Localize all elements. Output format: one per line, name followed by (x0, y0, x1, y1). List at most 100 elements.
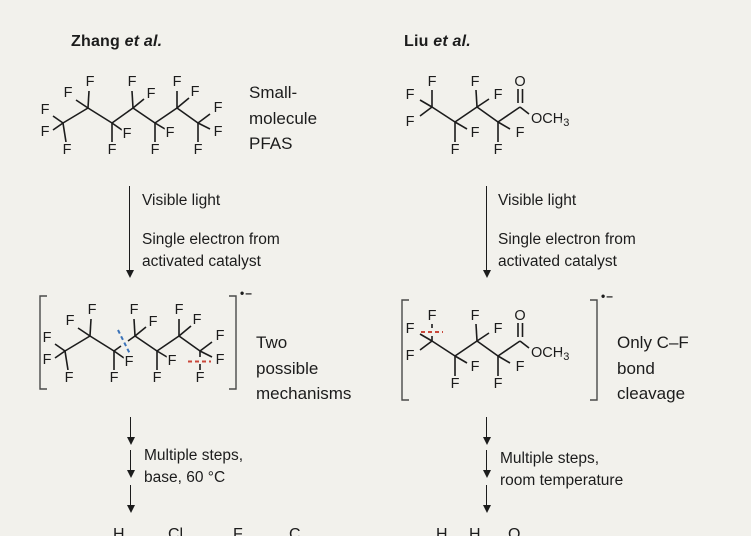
atom-label-f: F (65, 370, 74, 386)
atom-label-f: F (216, 352, 225, 368)
truncated-product-text: H (469, 526, 481, 536)
multistep-label-left-line2: base, 60 °C (144, 469, 226, 486)
cf-cleavage-side-label-line3: cleavage (617, 384, 686, 403)
atom-label-f: F (471, 125, 480, 141)
atom-label-f: F (494, 87, 503, 103)
atom-label-f: F (43, 330, 52, 346)
atom-label-f: F (166, 125, 175, 141)
pfas-side-label-line1: Small- (249, 83, 298, 102)
pfas-side-label-line2: molecule (249, 108, 318, 128)
visible-light-label-left: Visible light (142, 192, 221, 209)
single-electron-label-left-line1: Single electron from (142, 231, 280, 248)
atom-label-f: F (471, 359, 480, 375)
atom-label-f: F (406, 87, 415, 103)
visible-light-label-right: Visible light (498, 192, 577, 209)
atom-label-f: F (130, 302, 139, 318)
atom-label-f: F (173, 74, 182, 90)
radical-anion-charge-left: •– (240, 286, 253, 300)
multistep-label-right-line2: room temperature (500, 472, 624, 489)
atom-label-f: F (428, 308, 437, 324)
bracket-right (590, 299, 598, 401)
atom-label-f: F (64, 85, 73, 101)
atom-label-f: F (516, 359, 525, 375)
truncated-product-text: C (289, 526, 301, 536)
atom-label-och3: OCH3 (531, 345, 569, 363)
atom-label-f: F (494, 142, 503, 158)
multistep-label-right: Multiple steps, room temperature (500, 448, 623, 492)
truncated-product-text: Cl (168, 526, 184, 536)
atom-label-f: F (194, 142, 203, 158)
atom-label-f: F (168, 353, 177, 369)
truncated-product-text: H (113, 526, 125, 536)
atom-label-f: F (193, 312, 202, 328)
cf-cleavage-side-label: Only C–F bond cleavage (617, 330, 689, 407)
atom-label-o: O (514, 74, 525, 90)
atom-label-f: F (147, 86, 156, 102)
atom-label-f: F (216, 328, 225, 344)
multistep-arrow-left-3 (127, 485, 136, 513)
atom-label-f: F (123, 126, 132, 142)
multistep-arrow-right-3 (483, 485, 492, 513)
zhang-header: Zhang et al. (71, 33, 162, 51)
atom-label-f: F (66, 313, 75, 329)
single-electron-label-left: Single electron from activated catalyst (142, 229, 280, 273)
mechanisms-side-label-line1: Two (256, 333, 288, 352)
atom-label-f: F (175, 302, 184, 318)
atom-label-f: F (451, 376, 460, 392)
truncated-product-text: O (508, 526, 521, 536)
atom-label-f: F (471, 308, 480, 324)
pfas-side-label: Small- molecule PFAS (249, 80, 317, 157)
mechanisms-side-label-line3: mechanisms (256, 384, 352, 403)
single-electron-label-left-line2: activated catalyst (142, 253, 261, 270)
atom-label-f: F (451, 142, 460, 158)
single-electron-label-right-line1: Single electron from (498, 231, 636, 248)
cf-cleavage-side-label-line2: bond (617, 358, 655, 378)
bracket-left (39, 295, 47, 390)
atom-label-o: O (514, 308, 525, 324)
multistep-arrow-left-2 (127, 450, 136, 478)
atom-label-f: F (494, 321, 503, 337)
mechanisms-side-label: Two possible mechanisms (256, 330, 351, 407)
atom-label-f: F (406, 321, 415, 337)
reaction-arrow-left (126, 186, 135, 278)
bracket-right (229, 295, 237, 390)
atom-label-f: F (471, 74, 480, 90)
atom-label-f: F (494, 376, 503, 392)
atom-label-f: F (191, 84, 200, 100)
mechanisms-side-label-line2: possible (256, 358, 319, 378)
single-electron-label-right-line2: activated catalyst (498, 253, 617, 270)
atom-label-f: F (108, 142, 117, 158)
atom-label-f: F (43, 352, 52, 368)
single-electron-label-right: Single electron from activated catalyst (498, 229, 636, 273)
cf-cleavage-side-label-line1: Only C–F (617, 333, 689, 352)
atom-label-f: F (128, 74, 137, 90)
atom-label-f: F (406, 348, 415, 364)
atom-label-f: F (151, 142, 160, 158)
atom-label-f: F (214, 124, 223, 140)
multistep-label-left-line1: Multiple steps, (144, 447, 244, 464)
atom-label-f: F (196, 370, 205, 386)
atom-label-f: F (516, 125, 525, 141)
atom-label-f: F (153, 370, 162, 386)
atom-label-f: F (63, 142, 72, 158)
atom-label-f: F (88, 302, 97, 318)
multistep-arrow-left-1 (127, 417, 136, 445)
multistep-arrow-right-2 (483, 450, 492, 478)
reaction-arrow-right (483, 186, 492, 278)
bracket-left (401, 299, 409, 401)
atom-label-f: F (41, 102, 50, 118)
atom-label-f: F (86, 74, 95, 90)
multistep-arrow-right-1 (483, 417, 492, 445)
atom-label-f: F (125, 354, 134, 370)
atom-label-f: F (149, 314, 158, 330)
atom-label-f: F (41, 124, 50, 140)
atom-label-f: F (406, 114, 415, 130)
atom-label-f: F (214, 100, 223, 116)
pfas-side-label-line3: PFAS (249, 134, 293, 153)
liu-header-etal: et al. (428, 33, 471, 50)
